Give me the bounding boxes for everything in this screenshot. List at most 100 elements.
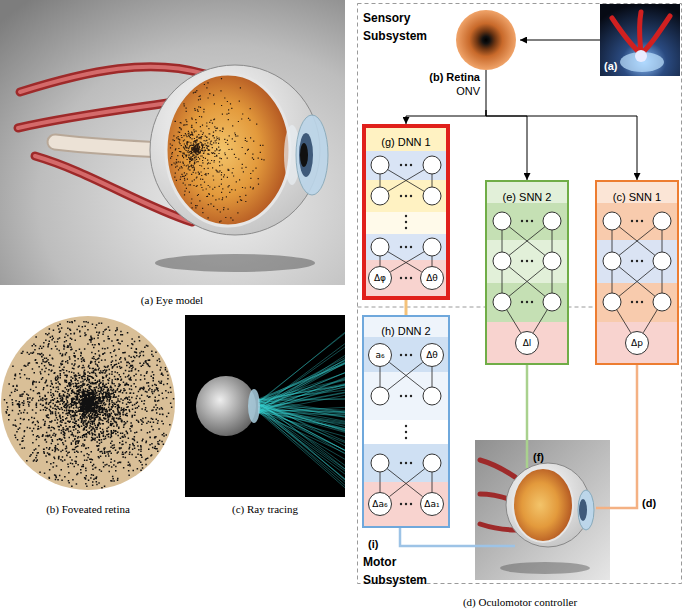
output-neuron: Δl	[515, 331, 539, 355]
subsystem-frame	[358, 4, 682, 584]
ellipsis-dot	[636, 260, 638, 262]
layer-band	[366, 128, 446, 151]
ellipsis-dot	[531, 260, 533, 262]
ellipsis-dot	[405, 462, 407, 464]
output-neuron: Δa₁	[420, 492, 444, 516]
red-shape	[612, 18, 641, 54]
connector	[486, 110, 637, 180]
connector	[406, 110, 486, 124]
neuron	[603, 212, 621, 230]
layer-band	[364, 372, 448, 420]
neuron	[603, 252, 621, 270]
network-title: (e) SNN 2	[503, 191, 552, 204]
layer-band	[487, 203, 567, 240]
synapse-line	[432, 472, 433, 492]
red-shape	[639, 12, 641, 54]
neuron-label: a₆	[375, 350, 384, 360]
optic-nerve	[55, 142, 165, 150]
layer-band	[364, 444, 448, 482]
network-box: (c) SNN 1Δp	[595, 180, 679, 365]
neuron	[653, 293, 671, 311]
output-neuron: Δφ	[368, 266, 392, 290]
synapse-line	[388, 170, 425, 192]
input-neuron: Δθ	[420, 343, 444, 367]
ellipsis-dot	[410, 164, 412, 166]
layer-band	[364, 482, 448, 526]
output-neuron: Δθ	[420, 266, 444, 290]
neuron	[653, 252, 671, 270]
synapse-line	[380, 367, 381, 387]
neuron-label: Δa₁	[424, 499, 439, 509]
subsystem-name: Sensory Subsystem	[363, 11, 427, 43]
neuron	[423, 187, 441, 205]
ellipsis-dot	[526, 260, 528, 262]
neuron-label: Δa₆	[372, 499, 387, 509]
ellipsis-dot	[400, 277, 402, 279]
synapse-line	[662, 270, 663, 293]
ellipsis-dot	[410, 462, 412, 464]
retina-node: (b) RetinaONV	[410, 6, 520, 110]
neuron	[493, 212, 511, 230]
iris	[299, 133, 313, 177]
layer-band	[364, 317, 448, 337]
ellipsis-dot	[636, 220, 638, 222]
synapse-line	[380, 256, 381, 266]
network-title: (g) DNN 1	[381, 136, 431, 149]
ellipsis-dot	[400, 462, 402, 464]
cornea	[296, 115, 328, 195]
cornea	[578, 490, 594, 530]
neuron-label: Δθ	[426, 350, 438, 360]
neuron	[371, 238, 389, 256]
ellipsis-dot	[405, 215, 407, 217]
ellipsis-dot	[526, 301, 528, 303]
callout-letter: (f)	[533, 451, 544, 463]
ellipsis-dot	[405, 221, 407, 223]
ellipsis-dot	[400, 395, 402, 397]
neuron	[423, 387, 441, 405]
layer-band	[487, 322, 567, 363]
synapse-line	[509, 227, 545, 256]
eye-interior	[513, 468, 573, 542]
synapse-line	[380, 174, 381, 187]
eyeball	[150, 65, 320, 235]
ellipsis-dot	[405, 431, 407, 433]
panel-background	[0, 0, 345, 285]
label-slot: Sensory Subsystem	[363, 8, 437, 44]
photoreceptors	[170, 78, 265, 222]
ellipsis-dot	[410, 503, 412, 505]
motor-picture	[475, 440, 610, 580]
panel-background	[185, 315, 345, 497]
layer-band	[364, 420, 448, 444]
neuron	[543, 293, 561, 311]
ellipsis-dot	[521, 220, 523, 222]
pupil	[300, 143, 308, 167]
label-slot: (b) Foveated retina	[0, 499, 176, 517]
neuron-label: Δp	[631, 338, 643, 348]
ellipsis-dot	[410, 246, 412, 248]
synapse-line	[643, 310, 657, 333]
ellipsis-dot	[405, 354, 407, 356]
layer-band	[366, 180, 446, 212]
command-line	[596, 365, 637, 508]
ellipsis-dot	[400, 246, 402, 248]
synapse-line	[612, 230, 613, 252]
subsystem-name: Motor Subsystem	[363, 555, 427, 587]
synapse-line	[432, 256, 433, 266]
shadow	[500, 562, 590, 574]
ellipsis-dot	[531, 220, 533, 222]
layer-band	[597, 283, 677, 322]
synapse-line	[619, 267, 655, 297]
label-slot: (a) Eye model	[72, 290, 272, 308]
callout-letter: (d)	[642, 497, 656, 509]
synapse-line	[432, 174, 433, 187]
synapse-line	[390, 252, 424, 272]
layer-band	[597, 322, 677, 363]
ellipsis-dot	[526, 220, 528, 222]
ellipsis-dot	[521, 260, 523, 262]
retina-picture	[456, 10, 516, 70]
synapse-line	[388, 252, 422, 272]
ellipsis-dot	[521, 301, 523, 303]
neuron	[493, 252, 511, 270]
synapse-line	[380, 472, 381, 492]
